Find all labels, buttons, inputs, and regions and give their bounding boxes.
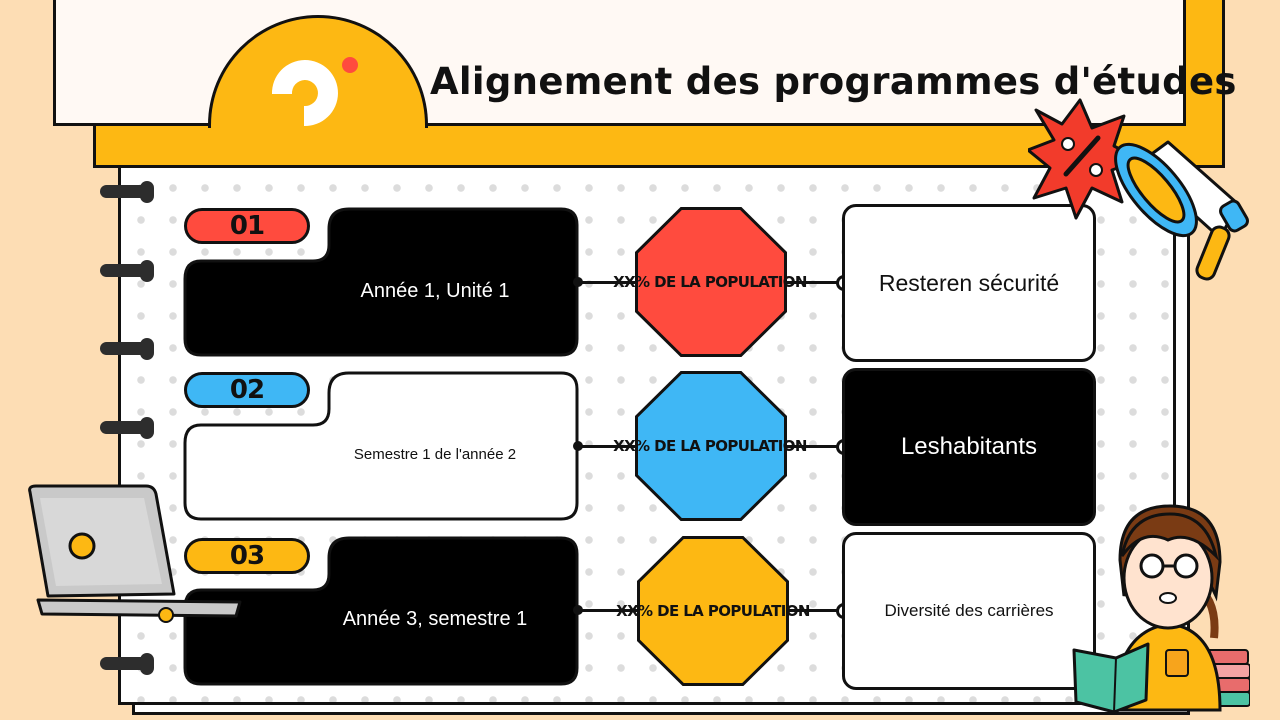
- outcome-label: Leshabitants: [900, 433, 1038, 460]
- percent-badge-icon: [1028, 98, 1142, 220]
- row-number: 01: [229, 211, 265, 241]
- connector-dot: [573, 605, 583, 615]
- stage-label: Année 1, Unité 1: [360, 280, 510, 302]
- row-number: 03: [229, 541, 265, 571]
- population-label: XX% DE LA POPULATION: [613, 273, 807, 291]
- population-label: XX% DE LA POPULATION: [616, 602, 810, 620]
- outcome-label: Resteren sécurité: [878, 269, 1060, 296]
- row-number-badge: 03: [184, 538, 310, 574]
- connector-dot: [573, 277, 583, 287]
- stage-folder: [183, 536, 579, 686]
- logo-icon: [271, 57, 358, 127]
- megaphone-icon: [1028, 98, 1249, 281]
- outcome-card: Resteren sécurité: [842, 204, 1096, 362]
- population-label: XX% DE LA POPULATION: [613, 437, 807, 455]
- population-octagon: [635, 207, 787, 357]
- laptop-icon: [28, 484, 242, 623]
- row-number-badge: 02: [184, 372, 310, 408]
- page-title: Alignement des programmes d'études: [430, 60, 1237, 103]
- population-octagon: [637, 536, 789, 686]
- stage-label: Semestre 1 de l'année 2: [353, 446, 517, 463]
- row-number: 02: [229, 375, 265, 405]
- stage-folder: [183, 371, 579, 521]
- outcome-card: Leshabitants: [842, 368, 1096, 526]
- stage-label: Année 3, semestre 1: [342, 608, 528, 630]
- outcome-card: Diversité des carrières: [842, 532, 1096, 690]
- population-octagon: [635, 371, 787, 521]
- connector-dot: [573, 441, 583, 451]
- stage-folder: [183, 207, 579, 357]
- teacher-illustration: [1072, 504, 1250, 714]
- row-number-badge: 01: [184, 208, 310, 244]
- outcome-label: Diversité des carrières: [884, 601, 1054, 620]
